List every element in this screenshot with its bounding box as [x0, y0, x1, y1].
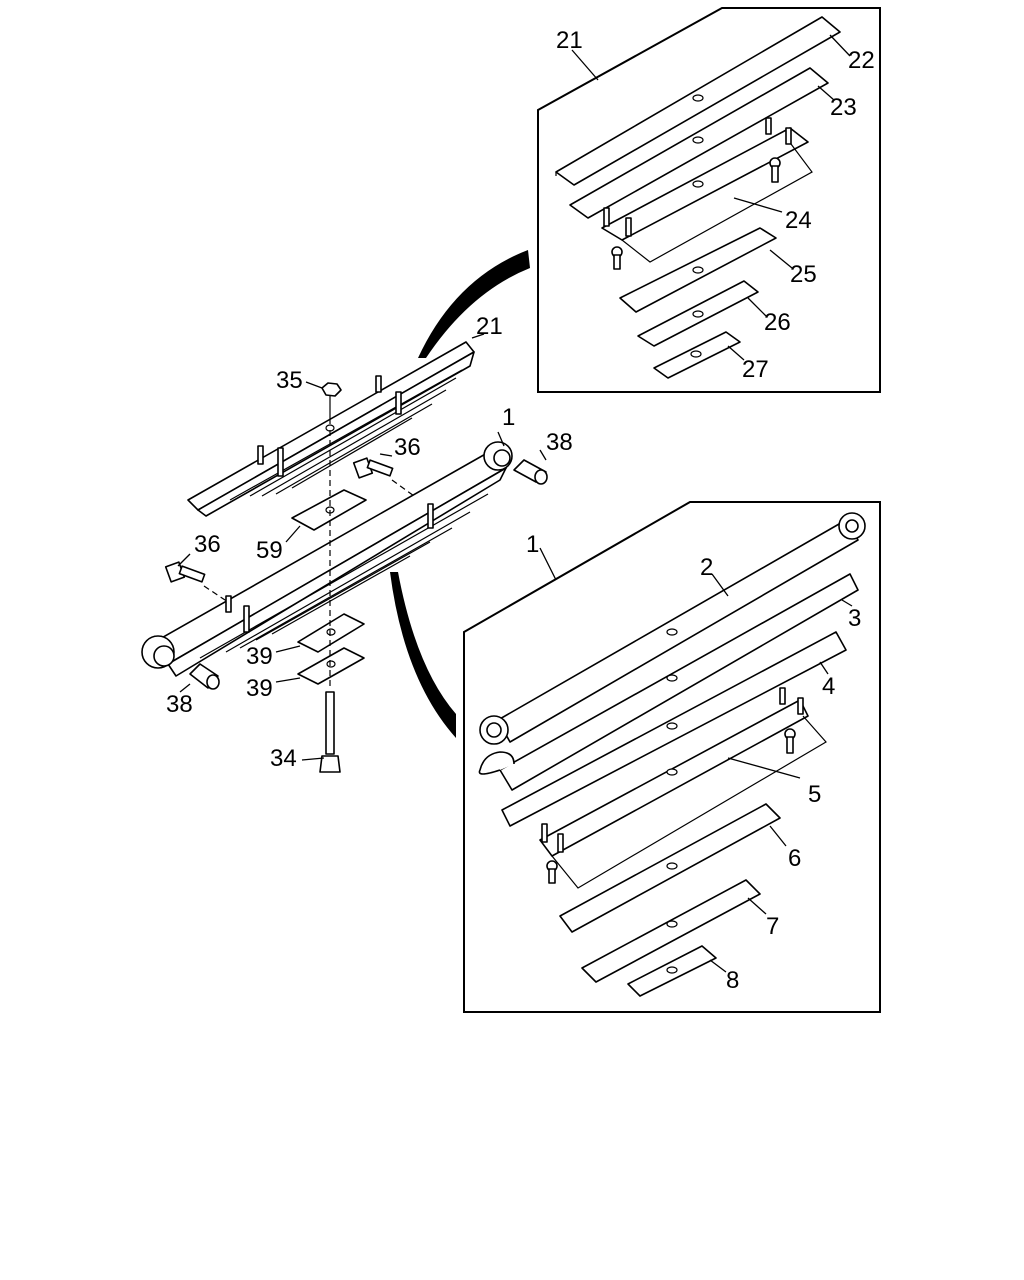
- leaf-5: [539, 687, 827, 889]
- callout-34: 34: [270, 745, 297, 772]
- callout-1-panel: 1: [526, 531, 539, 558]
- leaf-23: [569, 67, 829, 219]
- leaf-4: [501, 631, 847, 827]
- leaf-24: [601, 117, 813, 270]
- callout-8: 8: [726, 967, 739, 994]
- callout-36-upper: 36: [394, 434, 421, 461]
- leaf-7: [581, 879, 761, 983]
- callout-39-lower: 39: [246, 675, 273, 702]
- leaf-26: [637, 280, 759, 347]
- callout-2: 2: [700, 554, 713, 581]
- arrow-to-panel-21: [418, 250, 530, 358]
- pad-39-lower: [297, 647, 365, 685]
- callout-25: 25: [790, 261, 817, 288]
- detail-panel-1: 1 2 3 4 5 6 7 8: [463, 501, 881, 1013]
- leaf-27: [653, 331, 741, 379]
- leaf-25: [619, 227, 777, 313]
- callout-59: 59: [256, 537, 283, 564]
- leaf-22: [555, 16, 841, 186]
- leaf-2: [479, 512, 866, 745]
- callout-7: 7: [766, 913, 779, 940]
- leaf-6: [559, 803, 781, 933]
- callout-24: 24: [785, 207, 812, 234]
- leaf-8: [627, 945, 717, 997]
- bolt-36-lower: [164, 561, 229, 603]
- callout-21-top: 21: [556, 27, 583, 54]
- callout-22: 22: [848, 47, 875, 74]
- plate-59: [291, 489, 367, 531]
- callout-5: 5: [808, 781, 821, 808]
- center-bolt-34: [319, 691, 341, 773]
- callout-23: 23: [830, 94, 857, 121]
- panel-frame-21: [537, 7, 881, 393]
- arrow-to-panel-1: [390, 572, 456, 738]
- callout-1-main: 1: [502, 404, 515, 431]
- callout-21-main: 21: [476, 313, 503, 340]
- callout-35: 35: [276, 367, 303, 394]
- nut-35: [321, 382, 342, 432]
- callout-38-left: 38: [166, 691, 193, 718]
- detail-panel-21: 21 22 23 24 25 26 27: [537, 7, 881, 393]
- bushing-38-left: [189, 663, 220, 690]
- bolt-36-upper: [352, 457, 415, 497]
- callout-26: 26: [764, 309, 791, 336]
- pad-39-upper: [297, 613, 365, 653]
- panel-frame-1: [463, 501, 881, 1013]
- callout-39-upper: 39: [246, 643, 273, 670]
- callout-3: 3: [848, 605, 861, 632]
- callout-36-lower: 36: [194, 531, 221, 558]
- callout-38-right: 38: [546, 429, 573, 456]
- leaf-3: [478, 573, 859, 791]
- callout-6: 6: [788, 845, 801, 872]
- callout-27: 27: [742, 356, 769, 383]
- bushing-38-right: [513, 459, 548, 485]
- main-spring-1: [141, 441, 513, 677]
- callout-4: 4: [822, 673, 835, 700]
